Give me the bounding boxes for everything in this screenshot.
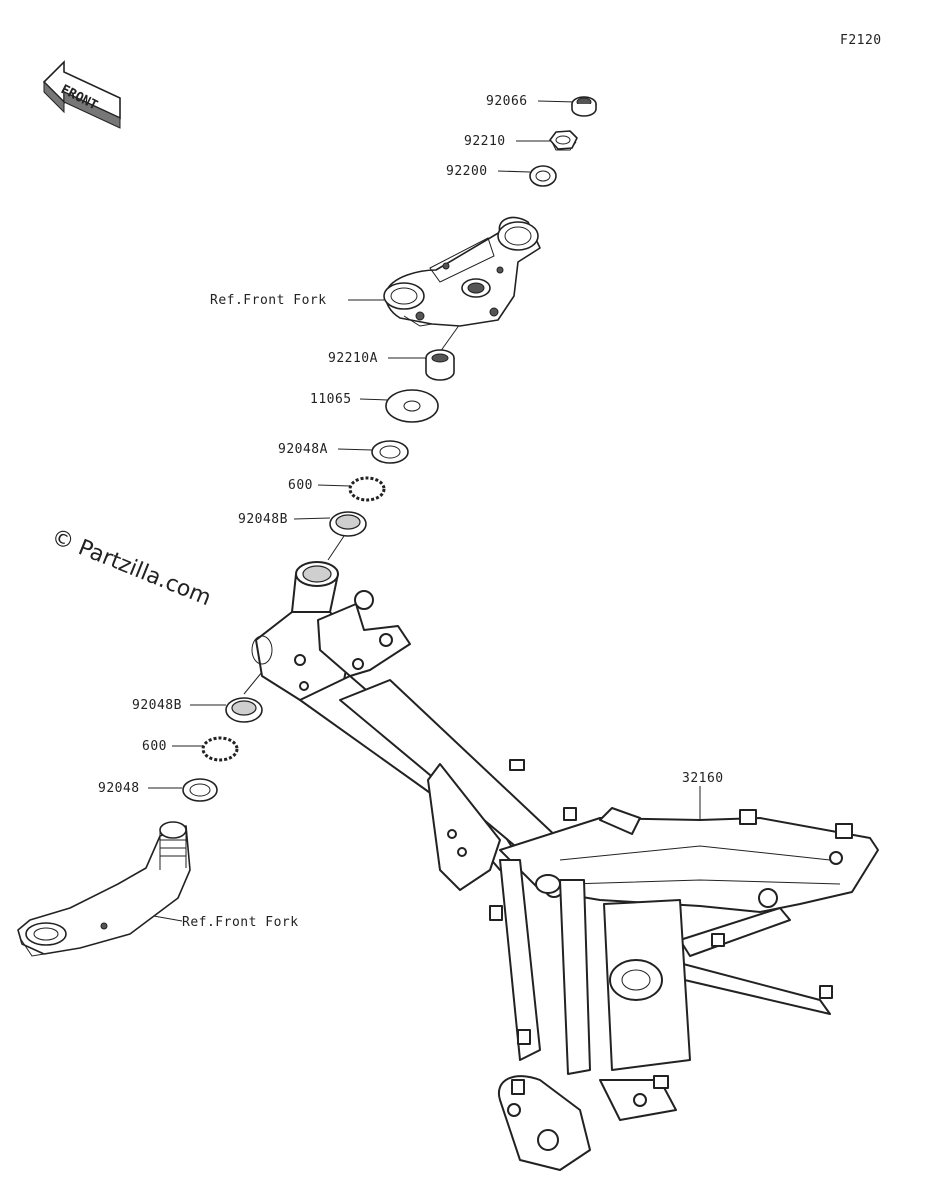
- callout-92200: 92200: [446, 164, 531, 179]
- ball-bearing-upper-icon: [348, 476, 386, 502]
- callout-label: 92048: [98, 781, 140, 796]
- callout-label: 92048B: [132, 698, 182, 713]
- callout-label: 92210A: [328, 351, 378, 366]
- callout-label: 92048B: [238, 512, 288, 527]
- callout-label: 600: [142, 739, 167, 754]
- upper-triple-clamp-icon: [383, 216, 541, 327]
- callout-92048B-upper: 92048B: [238, 512, 345, 561]
- callout-label: 11065: [310, 392, 352, 407]
- callout-label: 92200: [446, 164, 488, 179]
- callout-label: 32160: [682, 771, 724, 786]
- seal-92048-icon: [182, 778, 218, 802]
- callout-label: 92210: [464, 134, 506, 149]
- watermark: © Partzilla.com: [48, 524, 215, 611]
- callout-ref-front-fork-upper: Ref.Front Fork: [210, 293, 384, 308]
- figure-code: F2120: [840, 33, 882, 48]
- callout-label: 92048A: [278, 442, 328, 457]
- callout-ref-front-fork-lower: Ref.Front Fork: [147, 914, 299, 930]
- callout-label: 92066: [486, 94, 528, 109]
- frame-32160-icon: [251, 561, 879, 1171]
- nut-92210-icon: [549, 130, 578, 151]
- callout-11065: 11065: [310, 392, 389, 407]
- callout-92048A: 92048A: [278, 442, 373, 457]
- callout-label: 600: [288, 478, 313, 493]
- seal-92048A-icon: [371, 440, 409, 464]
- callout-92066: 92066: [486, 94, 577, 109]
- bearing-race-lower-icon: [225, 697, 263, 723]
- callout-92210A: 92210A: [328, 323, 461, 366]
- callout-600-upper: 600: [288, 478, 351, 493]
- lower-triple-clamp-icon: [17, 821, 191, 957]
- callout-label: Ref.Front Fork: [210, 293, 327, 308]
- front-arrow-icon: FRONT: [42, 60, 121, 129]
- callout-92048: 92048: [98, 781, 182, 796]
- cap-11065-icon: [385, 389, 439, 423]
- callout-600-lower: 600: [142, 739, 204, 754]
- callout-92048B-lower: 92048B: [132, 671, 263, 713]
- bearing-race-upper-icon: [329, 511, 367, 537]
- washer-92200-icon: [529, 165, 557, 187]
- ball-bearing-lower-icon: [201, 736, 239, 762]
- callout-92210: 92210: [464, 134, 550, 149]
- slotted-nut-92210A-icon: [425, 349, 455, 381]
- cap-nut-92066-icon: [571, 96, 597, 117]
- callout-label: Ref.Front Fork: [182, 915, 299, 930]
